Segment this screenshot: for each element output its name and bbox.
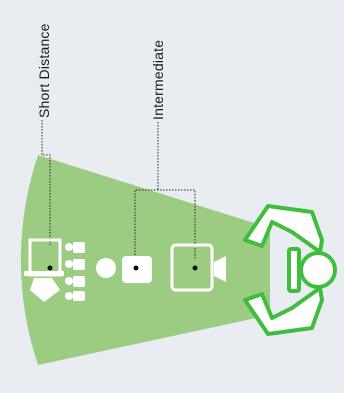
intermediate-marker-face	[133, 265, 139, 271]
person-top-view-icon	[243, 204, 337, 336]
intermediate-label: Intermediate	[150, 39, 166, 120]
short-distance-marker	[47, 265, 53, 271]
group-people-icon	[65, 242, 85, 301]
camera-icon	[170, 243, 226, 292]
leader-lines	[41, 120, 196, 260]
short-distance-leader	[41, 120, 51, 245]
intermediate-marker-camera	[192, 265, 198, 271]
intermediate-bracket	[134, 189, 196, 260]
product-display-icon	[24, 238, 64, 302]
short-distance-label: Short Distance	[36, 23, 52, 118]
